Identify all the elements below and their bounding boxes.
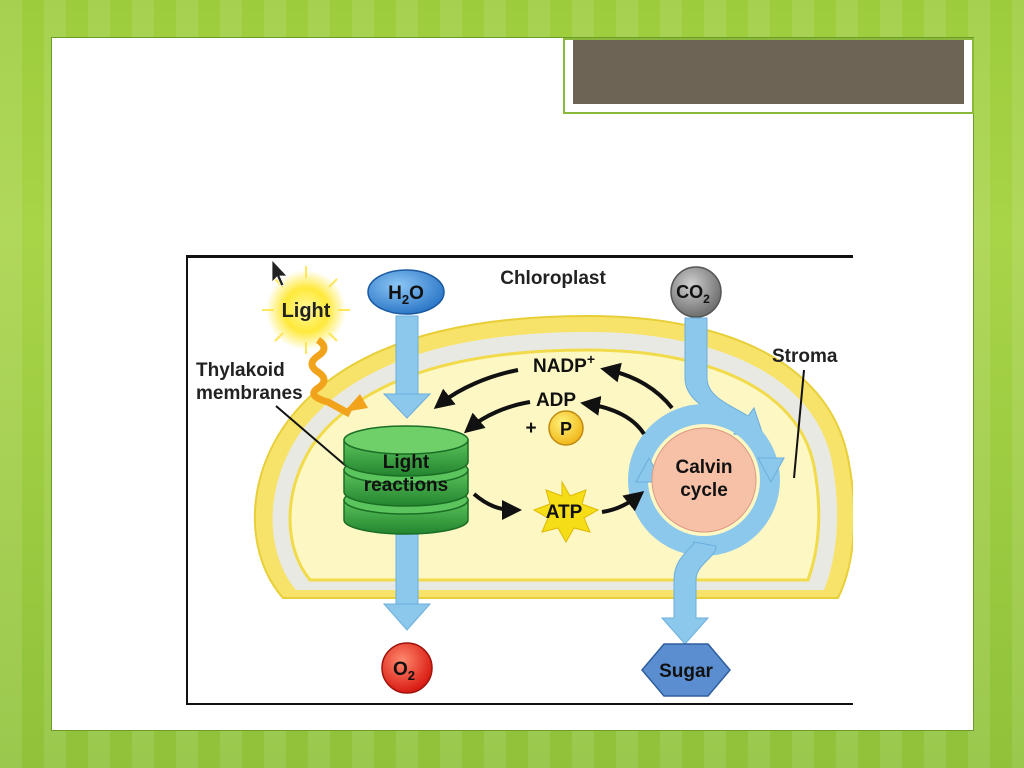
- sun-rays: [262, 266, 350, 354]
- o2-arrow-shaft: [395, 529, 419, 607]
- o2-label-main: O: [393, 659, 408, 680]
- co2-molecule: [670, 266, 722, 318]
- adp-label: ADP: [536, 390, 576, 411]
- atp-arrow-in: [472, 492, 522, 520]
- h2o-label: H2O: [388, 283, 424, 307]
- thylakoid-pointer: [275, 405, 347, 467]
- h2o-label-end: O: [409, 283, 424, 304]
- atp-arrow-out: [601, 491, 645, 514]
- stroma-pointer: [793, 369, 805, 479]
- nadp-label-sup: +: [587, 351, 595, 367]
- stroma-label: Stroma: [772, 346, 838, 367]
- co2-label-sub: 2: [703, 292, 710, 306]
- sun-icon: [266, 270, 346, 350]
- sugar-label: Sugar: [659, 661, 713, 682]
- calvin-label-line1: Calvin: [675, 457, 732, 478]
- h2o-label-main: H: [388, 283, 402, 304]
- nadp-label-main: NADP: [533, 356, 587, 377]
- co2-label-main: CO: [676, 282, 703, 302]
- thylakoid-label-line2: membranes: [196, 383, 303, 404]
- light-reactions-label-line2: reactions: [364, 475, 448, 496]
- thylakoid-label-line1: Thylakoid: [196, 360, 285, 381]
- title-placeholder: [563, 38, 974, 114]
- light-label: Light: [282, 300, 331, 322]
- o2-molecule: [381, 642, 433, 694]
- light-wave-arrow: [308, 337, 352, 418]
- phosphate: [548, 410, 584, 446]
- light-reactions-label-line1: Light: [383, 452, 430, 473]
- phosphate-label: P: [560, 419, 572, 439]
- title-bar: [573, 40, 964, 104]
- atp-label: ATP: [546, 502, 583, 523]
- nadp-arrow-left: [433, 368, 519, 409]
- atp-burst: [532, 480, 600, 544]
- plus-label: +: [525, 418, 536, 439]
- calvin-ring-arrow-right: [757, 457, 785, 484]
- o2-label: O2: [393, 659, 415, 683]
- nadp-arrow-right: [600, 362, 674, 410]
- h2o-arrow-head: [382, 393, 432, 419]
- mouse-cursor-icon: [271, 258, 288, 287]
- nadp-label: NADP+: [533, 351, 595, 377]
- calvin-label-line2: cycle: [680, 480, 728, 501]
- adp-arrow-right: [580, 395, 646, 436]
- co2-label: CO2: [676, 282, 710, 306]
- o2-label-sub: 2: [408, 668, 415, 683]
- light-arrowhead: [344, 394, 368, 412]
- chloroplast-diagram: Light Thylakoid membranes Chloroplast H2…: [186, 255, 853, 705]
- calvin-cycle: [651, 427, 757, 533]
- thylakoid-stack: [343, 425, 469, 535]
- h2o-molecule: [367, 269, 445, 315]
- h2o-arrow-shaft: [395, 315, 419, 397]
- o2-arrow-head: [382, 603, 432, 631]
- adp-arrow-left: [463, 400, 531, 434]
- chloroplast-title: Chloroplast: [500, 268, 606, 289]
- sugar-arrow: [660, 541, 717, 645]
- sugar-molecule: [641, 643, 731, 697]
- h2o-label-sub: 2: [402, 292, 409, 307]
